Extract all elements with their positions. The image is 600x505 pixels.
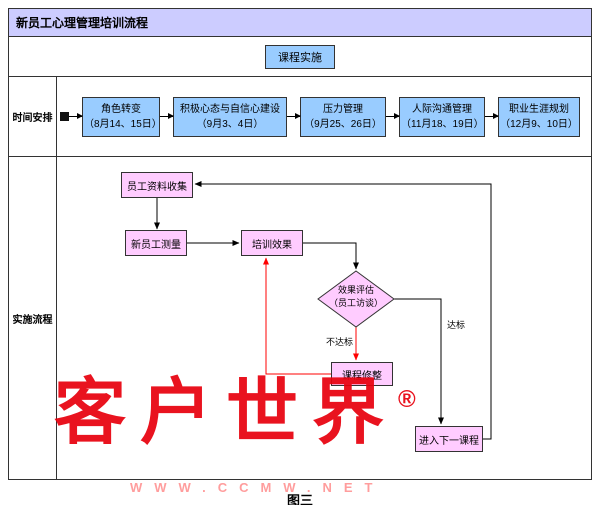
arrow-right-icon: [69, 113, 83, 119]
evaluate-decision-diamond: [317, 270, 395, 328]
arrow-right-icon: [287, 113, 301, 119]
step-date: （8月14、15日）: [84, 118, 162, 130]
step-date: （11月18、19日）: [401, 118, 484, 130]
flowchart-area: 员工资料收集 新员工测量 培训效果 效果评估 （员工访谈） 课程修整 进入下一课…: [57, 157, 591, 479]
step-date: （9月25、26日）: [304, 118, 382, 130]
edge-label-pass: 达标: [447, 320, 466, 330]
edge-adjust-back-to-effect: [263, 257, 331, 375]
edge-label-fail: 不达标: [325, 337, 353, 347]
process-row: 实施流程: [9, 157, 591, 479]
schedule-step-positive-mindset: 积极心态与自信心建设 （9月3、4日）: [173, 96, 287, 137]
process-row-label: 实施流程: [9, 157, 57, 479]
step-name: 积极心态与自信心建设: [180, 103, 280, 115]
evaluate-line1: 效果评估: [337, 285, 374, 295]
step-name: 职业生涯规划: [509, 103, 569, 115]
arrow-right-icon: [160, 113, 174, 119]
figure-caption: 图三: [286, 493, 313, 505]
evaluate-line2: （员工访谈）: [328, 297, 383, 308]
diagram-title: 新员工心理管理培训流程: [16, 16, 149, 30]
node-evaluate-label: 效果评估 （员工访谈）: [318, 284, 394, 309]
course-banner-row: 课程实施: [9, 37, 591, 77]
schedule-step-career-planning: 职业生涯规划 （12月9、10日）: [498, 96, 580, 137]
node-training-effect: 培训效果: [241, 230, 303, 256]
diagram-frame: 新员工心理管理培训流程 课程实施 时间安排 角色转变 （8月14、15日） 积极…: [8, 8, 592, 480]
schedule-flow: 角色转变 （8月14、15日） 积极心态与自信心建设 （9月3、4日） 压力管理…: [57, 77, 591, 156]
schedule-step-communication: 人际沟通管理 （11月18、19日）: [399, 96, 485, 137]
edge-next-back-to-collect: [194, 181, 492, 440]
course-implementation-box: 课程实施: [265, 44, 335, 69]
node-course-adjustment: 课程修整: [331, 362, 393, 386]
step-name: 角色转变: [101, 103, 141, 115]
step-name: 人际沟通管理: [412, 103, 472, 115]
arrow-right-icon: [386, 113, 400, 119]
step-name: 压力管理: [323, 103, 363, 115]
schedule-row: 时间安排 角色转变 （8月14、15日） 积极心态与自信心建设 （9月3、4日）…: [9, 77, 591, 157]
step-date: （12月9、10日）: [500, 118, 578, 130]
step-date: （9月3、4日）: [196, 118, 264, 130]
schedule-step-stress-management: 压力管理 （9月25、26日）: [300, 96, 386, 137]
node-next-course: 进入下一课程: [415, 426, 483, 452]
watermark-brand: 客户世界®: [54, 373, 416, 453]
node-collect-data: 员工资料收集: [121, 172, 193, 198]
schedule-row-label: 时间安排: [9, 77, 57, 156]
watermark-url: WWW.CCMW.NET: [130, 480, 385, 495]
arrow-right-icon: [485, 113, 499, 119]
node-new-employee-measure: 新员工测量: [125, 230, 187, 256]
diagram-title-bar: 新员工心理管理培训流程: [9, 9, 591, 37]
registered-mark-icon: ®: [398, 386, 416, 413]
flow-start-marker: [60, 112, 69, 121]
flowchart-connectors: [154, 181, 492, 440]
schedule-step-role-change: 角色转变 （8月14、15日）: [82, 96, 162, 137]
edge-evaluate-pass-to-next: [394, 298, 444, 425]
edge-effect-to-evaluate: [303, 242, 359, 270]
watermark-brand-text: 客户世界: [54, 373, 399, 453]
